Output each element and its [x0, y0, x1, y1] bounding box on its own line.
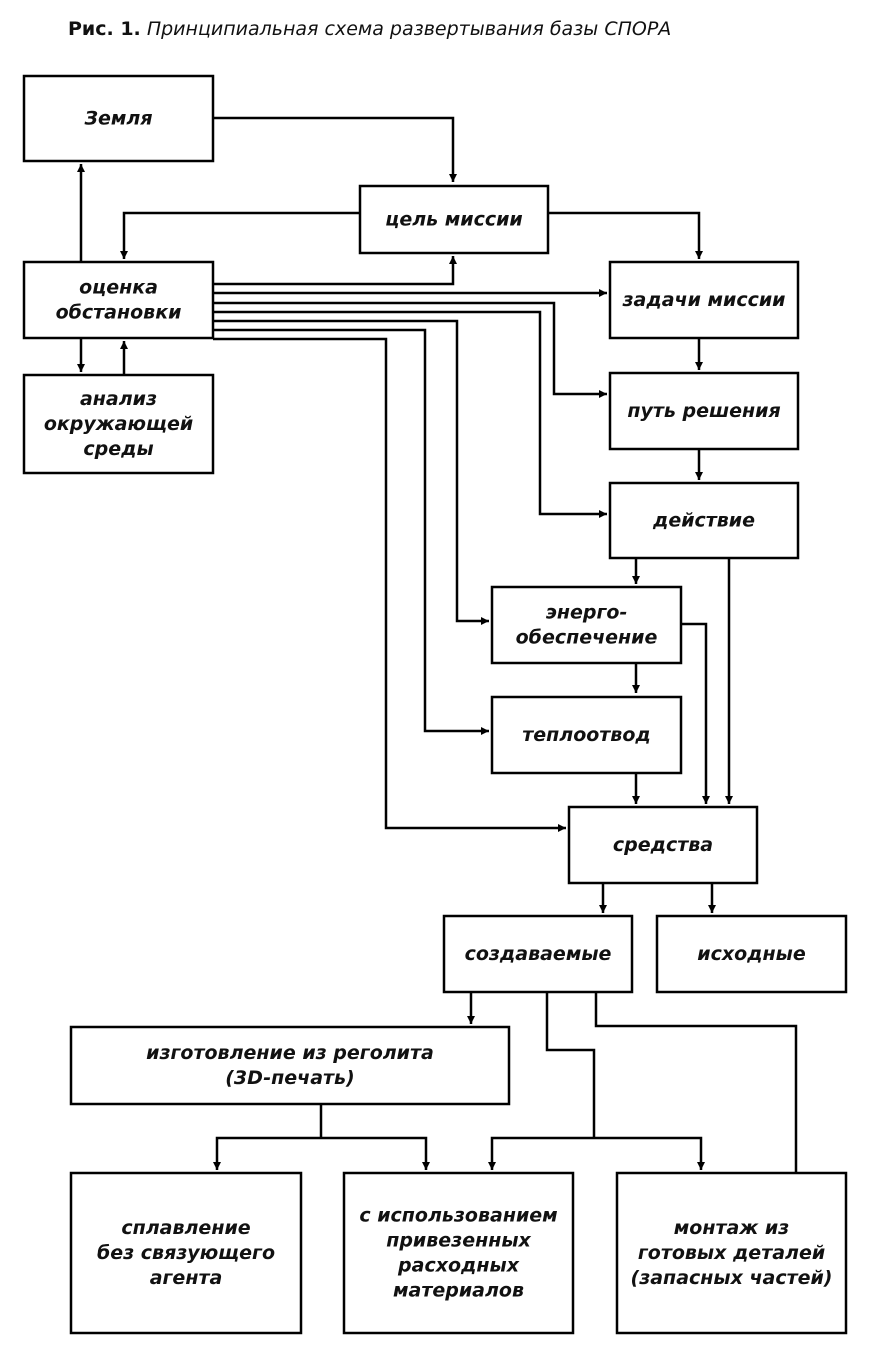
node-label: исходные: [697, 943, 806, 965]
node-box: [655, 914, 848, 994]
edge-otsenka-to-deystvie: [213, 310, 607, 518]
node-montazh: монтаж из готовых деталей (запасных частей…: [615, 1171, 848, 1335]
node-box: [490, 695, 683, 775]
connectors: [77, 116, 798, 1173]
figure-label: Рис. 1.: [68, 18, 141, 40]
node-label: теплоотвод: [522, 724, 650, 746]
edge-zemlya-to-tsel: [213, 116, 457, 182]
edge-branch-to-montazh: [594, 1136, 705, 1170]
figure-title: Принципиальная схема развертывания базы …: [146, 18, 672, 40]
node-label: с использованием: [359, 1205, 557, 1227]
edge-branch-to-s-ispolzovaniem: [488, 1136, 594, 1170]
node-label: изготовление из реголита: [146, 1042, 434, 1064]
node-label: сплавление: [121, 1217, 250, 1239]
node-box: [567, 805, 759, 885]
node-label: агента: [150, 1267, 223, 1289]
node-box: [22, 260, 215, 340]
node-box: [342, 1171, 575, 1335]
node-label: (3D-печать): [225, 1067, 355, 1089]
node-put: путь решения: [608, 371, 800, 451]
edge-otsenka-to-energo: [213, 319, 489, 625]
node-analiz: анализ окружающей среды: [22, 373, 215, 475]
edge-otsenka-to-sredstva: [213, 337, 566, 832]
edge-izgotovlenie-to-splavlenie: [213, 1136, 321, 1170]
node-label: путь решения: [627, 400, 780, 422]
node-label: обстановки: [56, 302, 182, 324]
node-box: [442, 914, 634, 994]
edge-izgotovlenie-to-s-ispolzovaniem: [321, 1136, 430, 1170]
node-label: привезенных: [386, 1230, 531, 1252]
node-box: [608, 260, 800, 340]
node-sredstva: средства: [567, 805, 759, 885]
edge-sozdavaemye-montazh-line: [594, 992, 798, 1173]
node-label: цель миссии: [385, 209, 523, 231]
edge-otsenka-to-put: [213, 301, 607, 398]
node-iskhodnye: исходные: [655, 914, 848, 994]
node-zemlya: Земля: [22, 74, 215, 163]
node-label: энерго-: [546, 602, 628, 624]
node-box: [608, 371, 800, 451]
node-label: готовых деталей: [638, 1242, 825, 1264]
node-box: [608, 481, 800, 560]
edge-otsenka-to-tsel: [213, 256, 457, 286]
node-sozdavaemye: создаваемые: [442, 914, 634, 994]
edge-energo-to-sredstva: [681, 622, 710, 804]
node-label: (запасных частей): [631, 1267, 833, 1289]
node-label: задачи миссии: [622, 289, 786, 311]
node-zadachi: задачи миссии: [608, 260, 800, 340]
node-label: действие: [652, 510, 755, 532]
node-label: расходных: [397, 1255, 520, 1277]
node-label: без связующего: [97, 1242, 275, 1264]
node-label: оценка: [79, 277, 158, 299]
node-label: окружающей: [44, 413, 193, 435]
node-box: [358, 184, 550, 255]
node-box: [22, 74, 215, 163]
node-label: среды: [83, 438, 153, 460]
edge-tsel-to-zadachi: [548, 211, 703, 259]
node-s-ispolzovaniem: с использованием привезенных расходных мате…: [342, 1171, 575, 1335]
node-label: Земля: [83, 108, 152, 130]
node-label: монтаж из: [674, 1217, 789, 1239]
node-deystvie: действие: [608, 481, 800, 560]
node-izgotovlenie: изготовление из реголита (3D-печать): [69, 1025, 511, 1106]
node-teplo: теплоотвод: [490, 695, 683, 775]
edge-tsel-to-otsenka: [120, 211, 360, 259]
node-box: [69, 1025, 511, 1106]
node-box: [69, 1171, 303, 1335]
node-box: [490, 585, 683, 665]
edge-otsenka-to-teplo: [213, 328, 489, 735]
node-label: материалов: [393, 1280, 524, 1302]
node-label: создаваемые: [465, 943, 612, 965]
node-tsel: цель миссии: [358, 184, 550, 255]
node-otsenka: оценка обстановки: [22, 260, 215, 340]
node-label: анализ: [80, 388, 157, 410]
node-label: обеспечение: [516, 627, 658, 649]
boxes: Земля цель миссии оценка обстановки анализ ок…: [22, 74, 848, 1335]
node-energo: энерго-обеспечение: [490, 585, 683, 665]
node-box: [615, 1171, 848, 1335]
node-box: [22, 373, 215, 475]
node-label: средства: [613, 834, 713, 856]
node-splavlenie: сплавление без связующего агента: [69, 1171, 303, 1335]
edge-sozdavaemye-branch: [545, 992, 596, 1138]
figure-caption: Рис. 1. Принципиальная схема развертыван…: [68, 18, 671, 40]
